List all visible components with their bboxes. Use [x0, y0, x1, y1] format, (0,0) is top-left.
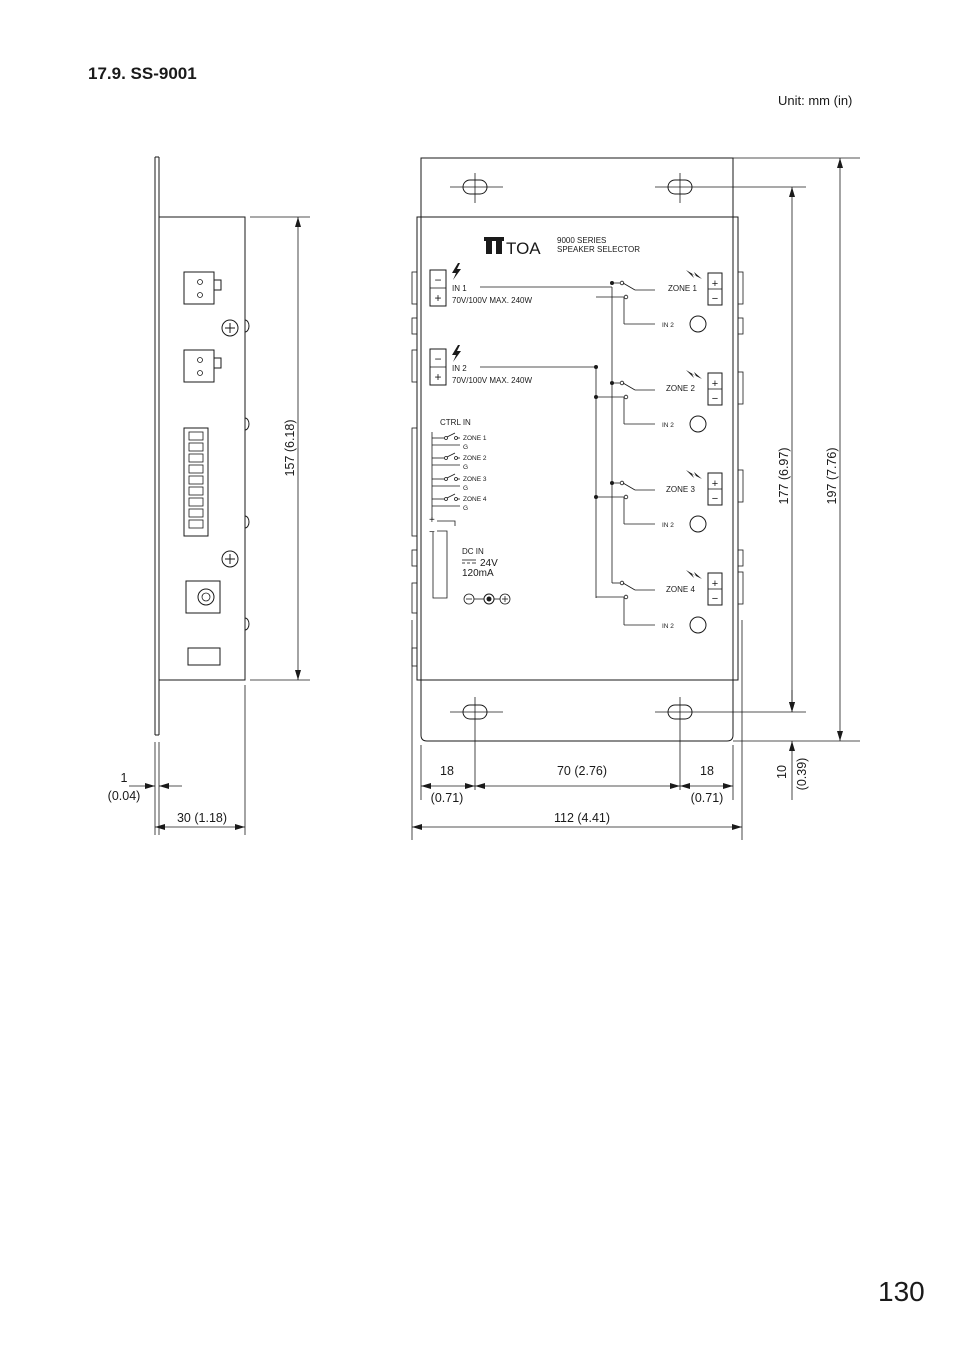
ctrl-in-label: CTRL IN — [440, 418, 471, 427]
svg-text:−: − — [429, 527, 435, 538]
flange-thickness-mm: 1 — [121, 771, 128, 785]
dc-jack-side — [185, 580, 221, 614]
ctrl-in-block: CTRL IN ZONE 1 G ZONE 2 G — [429, 418, 487, 599]
svg-text:−: − — [434, 273, 441, 287]
unit-note: Unit: mm (in) — [778, 93, 853, 108]
control-terminal-strip — [183, 427, 209, 537]
dc-voltage: 24V — [480, 558, 498, 569]
svg-text:G: G — [463, 444, 468, 451]
zone-1-circuit: ZONE 1 + − IN 2 — [596, 270, 723, 333]
section-title: 17.9. SS-9001 — [88, 64, 197, 83]
right-margin-in: (0.71) — [691, 791, 724, 805]
svg-text:ZONE 1: ZONE 1 — [668, 284, 697, 293]
total-width-dimension: 112 (4.41) — [554, 811, 610, 825]
in2-rating: 70V/100V MAX. 240W — [452, 376, 532, 385]
svg-text:ZONE 2: ZONE 2 — [666, 384, 695, 393]
side-height-dimension: 157 (6.18) — [283, 420, 297, 477]
svg-text:−: − — [712, 293, 718, 305]
svg-text:IN 2: IN 2 — [662, 422, 674, 429]
page-number: 130 — [878, 1276, 925, 1307]
svg-text:−: − — [434, 352, 441, 366]
right-margin-mm: 18 — [700, 764, 714, 778]
bottom-offset-mm: 10 — [775, 765, 789, 779]
svg-text:G: G — [463, 464, 468, 471]
side-view: 157 (6.18) 1 (0.04) 30 (1.18) — [108, 156, 310, 835]
screw-icon — [221, 550, 239, 568]
left-margin-in: (0.71) — [431, 791, 464, 805]
hole-height-dimension: 177 (6.97) — [777, 448, 791, 505]
svg-text:G: G — [463, 485, 468, 492]
svg-text:IN 2: IN 2 — [662, 623, 674, 630]
brand-name: TOA — [506, 239, 541, 258]
dc-current: 120mA — [462, 568, 494, 579]
total-height-dimension: 197 (7.76) — [825, 448, 839, 505]
svg-text:+: + — [429, 515, 435, 526]
svg-text:−: − — [712, 393, 718, 405]
svg-text:+: + — [712, 278, 718, 290]
zone-2-circuit: ZONE 2 + − IN 2 — [596, 370, 723, 433]
bottom-offset-in: (0.39) — [795, 758, 809, 791]
screw-icon — [221, 319, 239, 337]
high-voltage-icon — [452, 263, 461, 280]
mounting-slot-top-right — [655, 173, 806, 203]
flange-thickness-in: (0.04) — [108, 789, 141, 803]
speaker-terminal-side-2 — [183, 349, 222, 383]
toa-logo: TOA — [484, 237, 541, 258]
speaker-terminal-side-1 — [183, 271, 222, 305]
svg-text:−: − — [712, 493, 718, 505]
svg-text:+: + — [712, 378, 718, 390]
in1-terminal: − + — [429, 269, 447, 307]
dc-in-block: DC IN 24V 120mA — [462, 547, 511, 605]
svg-text:+: + — [434, 291, 441, 305]
in1-rating: 70V/100V MAX. 240W — [452, 296, 532, 305]
left-margin-mm: 18 — [440, 764, 454, 778]
product-label: SPEAKER SELECTOR — [557, 245, 640, 254]
svg-text:ZONE 3: ZONE 3 — [463, 476, 487, 483]
svg-text:ZONE 4: ZONE 4 — [666, 585, 695, 594]
mounting-slot-bottom-left — [450, 697, 503, 790]
in2-label: IN 2 — [452, 364, 467, 373]
front-view: TOA 9000 SERIES SPEAKER SELECTOR − + IN … — [411, 157, 860, 840]
label-plate — [187, 647, 221, 666]
svg-text:ZONE 4: ZONE 4 — [463, 496, 487, 503]
svg-text:ZONE 1: ZONE 1 — [463, 435, 487, 442]
mounting-slot-top-left — [450, 173, 503, 203]
svg-text:ZONE 2: ZONE 2 — [463, 455, 487, 462]
hole-spacing-dimension: 70 (2.76) — [557, 764, 607, 778]
svg-text:−: − — [712, 593, 718, 605]
svg-text:+: + — [712, 478, 718, 490]
in2-terminal: − + — [429, 348, 447, 386]
svg-text:+: + — [712, 578, 718, 590]
svg-text:ZONE 3: ZONE 3 — [666, 485, 695, 494]
dc-in-label: DC IN — [462, 547, 484, 556]
high-voltage-icon — [452, 345, 461, 362]
series-label: 9000 SERIES — [557, 236, 606, 245]
svg-text:G: G — [463, 505, 468, 512]
in1-label: IN 1 — [452, 284, 467, 293]
svg-text:IN 2: IN 2 — [662, 522, 674, 529]
mounting-slot-bottom-right — [655, 697, 806, 790]
zone-4-circuit: ZONE 4 + − IN 2 — [596, 570, 723, 634]
zone-3-circuit: ZONE 3 + − IN 2 — [596, 470, 723, 533]
svg-text:+: + — [434, 370, 441, 384]
svg-text:IN 2: IN 2 — [662, 322, 674, 329]
depth-dimension: 30 (1.18) — [177, 811, 227, 825]
